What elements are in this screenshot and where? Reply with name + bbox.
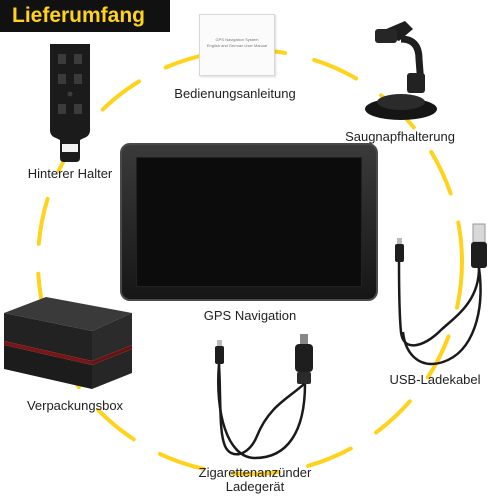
packaging-box-label: Verpackungsbox [26,398,124,413]
title-banner: Lieferumfang [0,0,170,32]
car-charger-label: Zigarettenanzünder Ladegerät [180,466,330,494]
manual-card-line1: GPS Navigation System [215,37,259,42]
gps-screen [136,157,362,287]
manual-label: Bedienungsanleitung [174,86,296,101]
usb-cable-label: USB-Ladekabel [389,372,481,387]
suction-mount-image [365,21,437,120]
manual-card-line2: English and German User Manual [206,43,268,48]
gps-label: GPS Navigation [203,308,297,323]
car-charger-label-line2: Ladegerät [225,479,285,494]
rear-holder-label: Hinterer Halter [27,166,113,181]
rear-holder-image [50,44,90,162]
gps-device [120,143,378,301]
car-charger-image [215,334,313,460]
manual-card: GPS Navigation System English and German… [199,14,275,76]
packaging-box-image [4,297,132,389]
usb-cable-image [395,223,487,365]
suction-mount-label: Saugnapfhalterung [345,129,455,144]
car-charger-label-line1: Zigarettenanzünder [198,465,312,480]
